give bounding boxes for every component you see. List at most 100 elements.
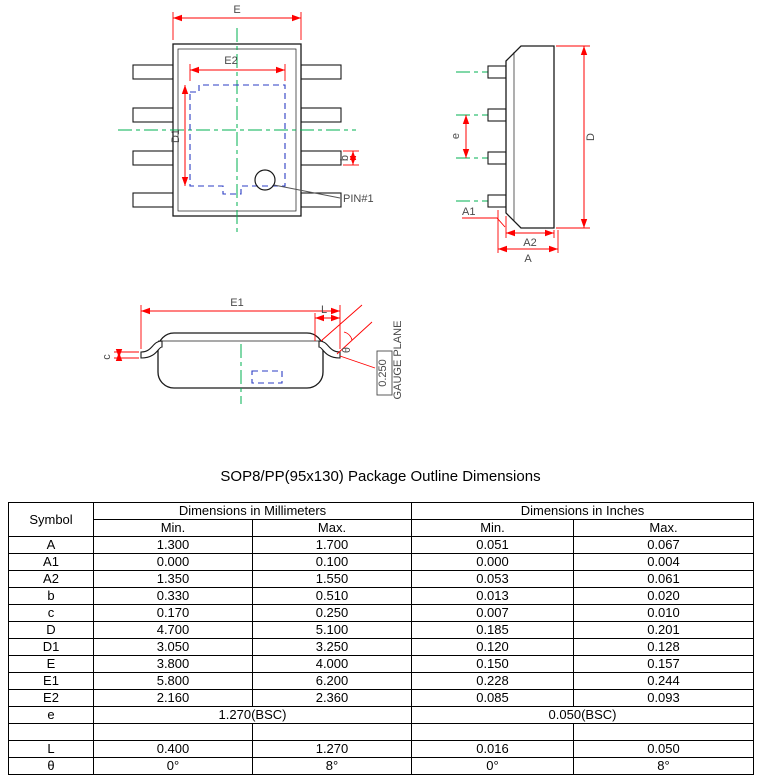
value-cell: 3.050 (93, 638, 253, 656)
symbol-cell: A2 (8, 570, 94, 588)
value-cell: 6.200 (252, 672, 412, 690)
value-cell: 2.160 (93, 689, 253, 707)
value-cell: 0.000 (93, 553, 253, 571)
value-cell: 5.100 (252, 621, 412, 639)
value-cell: 0° (411, 757, 574, 775)
value-cell: 0° (93, 757, 253, 775)
value-cell: 0.007 (411, 604, 574, 622)
lead (300, 192, 342, 208)
gullwing-lead-right (318, 340, 341, 359)
package-side-body (505, 45, 555, 229)
exposed-pad-bottom (251, 370, 283, 384)
value-cell: 0.016 (411, 740, 574, 758)
value-cell: 0.170 (93, 604, 253, 622)
value-cell: 0.120 (411, 638, 574, 656)
dim-label-b: b (339, 155, 351, 161)
value-cell: 1.270 (252, 740, 412, 758)
dim-label-E2: E2 (224, 55, 237, 67)
value-cell: 0.250 (252, 604, 412, 622)
value-cell: 0.000 (411, 553, 574, 571)
dim-label-D: D (585, 133, 597, 141)
value-cell: 1.550 (252, 570, 412, 588)
value-cell (411, 723, 574, 741)
page-title: SOP8/PP(95x130) Package Outline Dimensio… (220, 468, 541, 485)
dim-label-D1: D1 (170, 129, 182, 143)
header-mm-group: Dimensions in Millimeters (93, 502, 412, 520)
lead (300, 64, 342, 80)
gauge-plane-label: GAUGE PLANE (392, 321, 404, 400)
dim-label-A: A (524, 253, 532, 265)
gauge-value-label: 0.250 (377, 359, 389, 387)
table-row (8, 723, 754, 741)
value-cell: 0.004 (573, 553, 754, 571)
value-cell (252, 723, 412, 741)
dim-label-E: E (233, 4, 240, 16)
symbol-cell: b (8, 587, 94, 605)
front-view: E1 L c θ 0.250 GAUGE PLANE (101, 297, 404, 404)
symbol-cell: e (8, 706, 94, 724)
value-cell: 0.157 (573, 655, 754, 673)
value-cell: 0.128 (573, 638, 754, 656)
symbol-cell: D (8, 621, 94, 639)
value-cell: 8° (573, 757, 754, 775)
lead (300, 150, 342, 166)
side-view: e D A1 A2 A (450, 45, 597, 265)
value-cell: 0.053 (411, 570, 574, 588)
lead (487, 108, 507, 122)
pin1-marker (254, 169, 276, 191)
value-cell: 0.100 (252, 553, 412, 571)
value-cell: 4.000 (252, 655, 412, 673)
header-mm-min: Min. (93, 519, 253, 537)
value-cell: 0.400 (93, 740, 253, 758)
pin1-leader-line (273, 184, 341, 199)
value-cell: 0.330 (93, 587, 253, 605)
lead (300, 107, 342, 123)
dimensions-table: Symbol Dimensions in Millimeters Dimensi… (8, 502, 754, 775)
header-mm-max: Max. (252, 519, 412, 537)
value-cell: 0.051 (411, 536, 574, 554)
dim-label-E1: E1 (230, 297, 243, 309)
value-cell: 0.013 (411, 587, 574, 605)
dim-label-c: c (101, 354, 113, 360)
lead (132, 150, 174, 166)
value-cell: 8° (252, 757, 412, 775)
header-inch-group: Dimensions in Inches (411, 502, 754, 520)
symbol-cell (8, 723, 94, 741)
symbol-cell: A1 (8, 553, 94, 571)
value-cell (573, 723, 754, 741)
value-cell: 5.800 (93, 672, 253, 690)
lead (132, 64, 174, 80)
lead (487, 151, 507, 165)
symbol-cell: c (8, 604, 94, 622)
symbol-cell: L (8, 740, 94, 758)
value-cell: 1.700 (252, 536, 412, 554)
dim-label-L: L (321, 304, 327, 316)
top-view: E E2 D1 b PIN#1 (118, 4, 374, 232)
value-cell: 1.350 (93, 570, 253, 588)
header-inch-min: Min. (411, 519, 574, 537)
dim-label-A1: A1 (462, 206, 475, 218)
value-cell: 2.360 (252, 689, 412, 707)
dim-label-theta: θ (341, 347, 353, 353)
symbol-cell: E2 (8, 689, 94, 707)
value-cell: 0.061 (573, 570, 754, 588)
exposed-pad-outline (189, 84, 286, 195)
value-cell: 0.020 (573, 587, 754, 605)
symbol-cell: D1 (8, 638, 94, 656)
value-cell: 0.150 (411, 655, 574, 673)
gauge-value-box (376, 350, 393, 396)
pin1-label: PIN#1 (343, 193, 374, 205)
